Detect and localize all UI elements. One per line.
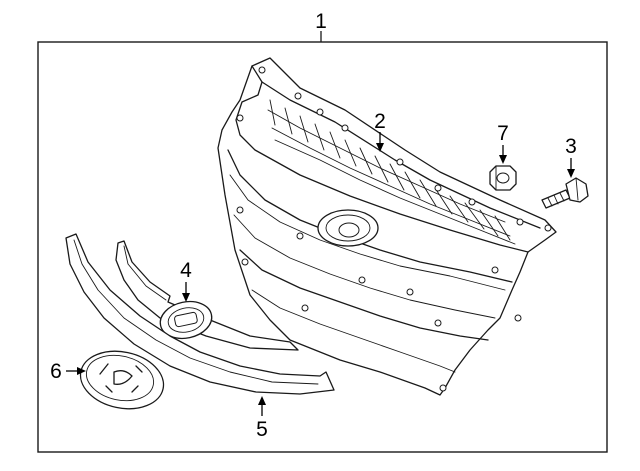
grille-assembly — [217, 57, 557, 396]
callout-3-label: 3 — [565, 135, 577, 158]
molding-emblem — [159, 300, 213, 340]
callout-7-label: 7 — [497, 122, 509, 145]
callout-1: 1 — [315, 10, 327, 33]
callout-4: 4 — [180, 259, 192, 302]
callout-6-label: 6 — [50, 360, 62, 383]
bolt-part — [541, 177, 589, 209]
callout-2: 2 — [374, 110, 386, 152]
diagram-frame — [37, 41, 608, 453]
callout-5: 5 — [256, 396, 268, 441]
callout-1-label: 1 — [315, 10, 327, 33]
callout-2-label: 2 — [374, 110, 386, 133]
callout-7: 7 — [497, 122, 509, 164]
callout-4-label: 4 — [180, 259, 192, 282]
callout-5-label: 5 — [256, 418, 268, 441]
callout-6: 6 — [50, 360, 86, 383]
front-emblem-part — [79, 350, 165, 410]
trim-strip-part — [65, 233, 335, 395]
nut-part — [489, 165, 517, 191]
callout-3: 3 — [565, 135, 577, 178]
